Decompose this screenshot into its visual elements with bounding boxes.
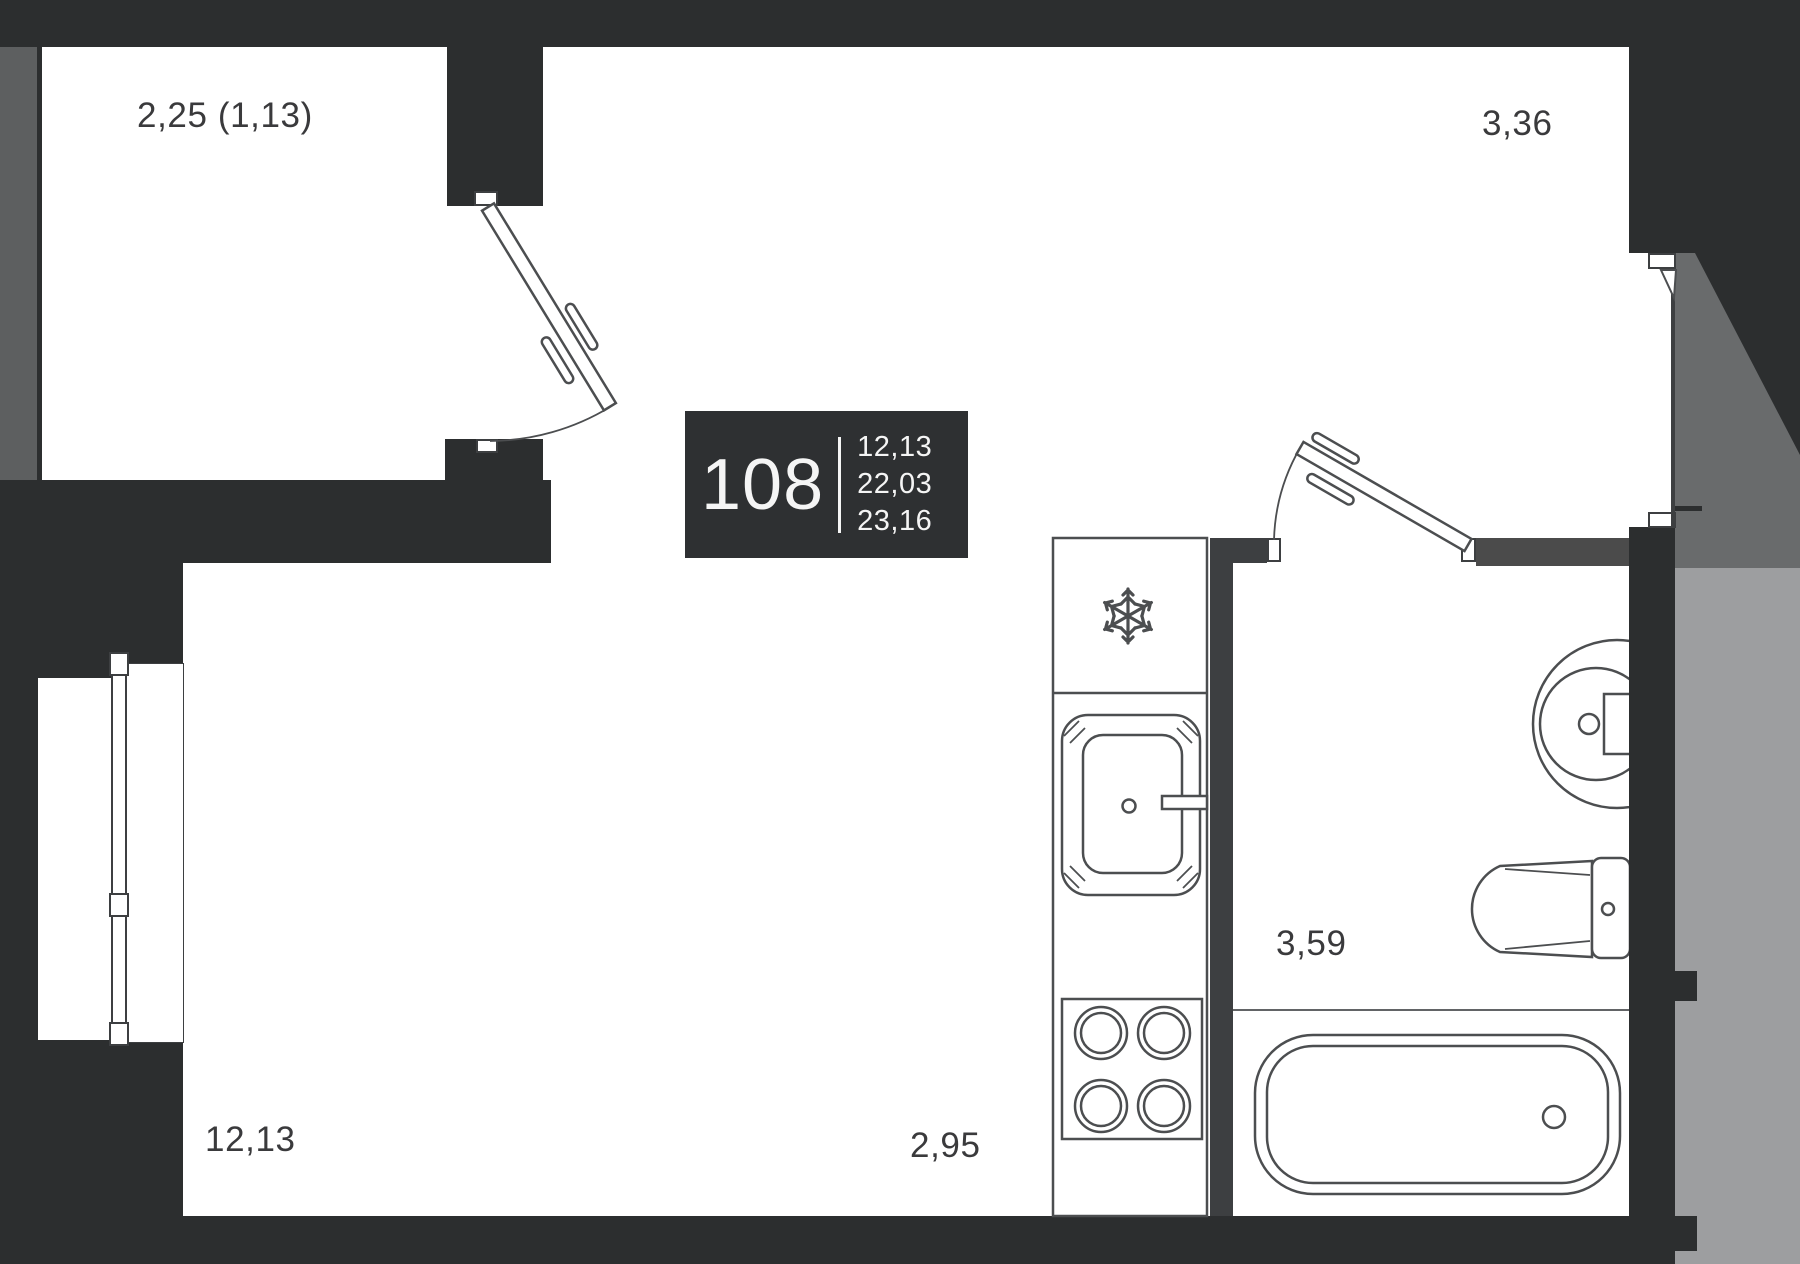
window-right-mullion-bottom (1648, 512, 1676, 528)
window-left-mullion-bottom (109, 1022, 129, 1046)
bathroom-door-leaf (1294, 440, 1474, 553)
window-left-sill (126, 663, 184, 1043)
bathroom-door-frame-left (1267, 538, 1281, 562)
wall-right (1629, 527, 1675, 1264)
wall-corner-top-left (0, 0, 37, 30)
stove-icon (1060, 997, 1204, 1141)
wall-balcony-divider-upper (447, 0, 543, 206)
balcony-door-handle-icon (564, 302, 599, 351)
bathroom-door (1273, 431, 1474, 553)
balcony-door-frame-top (474, 191, 498, 206)
balcony-door-frame-bottom (476, 439, 498, 453)
unit-area-living: 12,13 (857, 431, 933, 463)
unit-areas: 12,13 22,03 23,16 (857, 429, 932, 540)
wall-bathroom-top-stub (1233, 538, 1267, 563)
wall-bathroom-top-right (1476, 538, 1629, 566)
kitchen-dimension-label: 2,95 (910, 1126, 981, 1165)
wall-band-below-balcony (0, 480, 551, 563)
wall-bottom (0, 1216, 1675, 1264)
bathroom-door-frame-right (1461, 538, 1476, 562)
bathtub-icon (1253, 1033, 1622, 1196)
kitchen-sink-icon (1060, 713, 1209, 897)
kitchen-unit (1051, 536, 1209, 1218)
bathroom-door-handle-icon (1311, 431, 1360, 465)
window-left-niche (38, 678, 112, 1040)
window-vent-triangle-icon (1659, 269, 1678, 302)
unit-number: 108 (701, 444, 825, 525)
wall-block-top-right (1629, 0, 1800, 253)
kitchen-counter (1051, 536, 1209, 1218)
neighbor-area-upper-right (1675, 253, 1800, 568)
toilet-icon (1470, 856, 1629, 960)
wall-kitchen-bathroom (1210, 538, 1233, 1216)
window-left-mullion-middle (109, 893, 129, 917)
exterior-strip-left (0, 30, 37, 480)
card-divider (838, 436, 842, 533)
wall-seam-line-right (1675, 506, 1702, 511)
room-area-label: 12,13 (205, 1120, 296, 1159)
neighbor-area-lower-right (1675, 568, 1800, 1264)
wall-notch-upper-right (1675, 971, 1697, 1001)
exterior-strip-left-edge (37, 30, 42, 480)
balcony-area-label: 2,25 (1,13) (137, 96, 313, 135)
window-left-mullion-top (109, 652, 129, 676)
unit-area-total: 23,16 (857, 505, 933, 537)
window-right-glazing (1659, 268, 1678, 527)
wall-notch-lower-right (1675, 1216, 1697, 1251)
window-left-frame (111, 652, 127, 1046)
top-dimension-label: 3,36 (1482, 104, 1553, 143)
bathroom-door-swing-arc (1273, 447, 1301, 541)
balcony-door (480, 201, 618, 442)
bathroom-door-handle-icon (1306, 472, 1355, 506)
unit-area-without-balcony: 22,03 (857, 468, 933, 500)
window-right-mullion-top (1648, 253, 1676, 269)
balcony-door-handle-icon (540, 336, 575, 385)
wall-top (0, 0, 1629, 47)
bathroom-dimension-label: 3,59 (1276, 924, 1347, 963)
unit-info-card[interactable]: 108 12,13 22,03 23,16 (685, 411, 968, 558)
balcony-door-swing-arc (489, 406, 611, 442)
snowflake-icon (1103, 587, 1153, 645)
balcony-door-leaf (480, 201, 618, 413)
